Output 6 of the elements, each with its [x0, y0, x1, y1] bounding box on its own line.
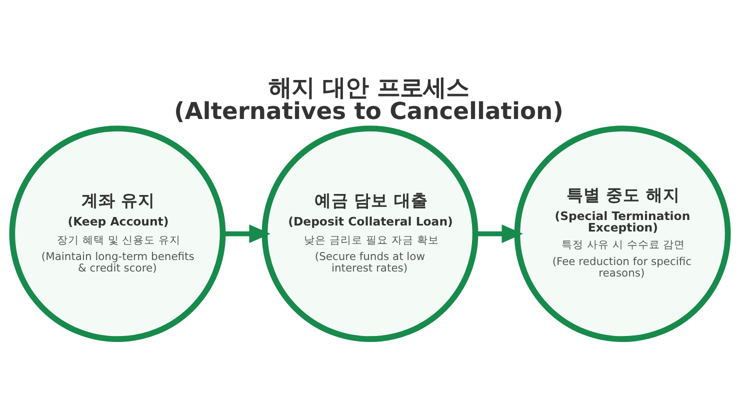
node-circle: 계좌 유지 (Keep Account) 장기 혜택 및 신용도 유지 (Maintain long-term benefits & credit score) [9, 126, 226, 342]
node-circle: 특별 중도 해지 (Special Termination Exception) 특정 사유 시 수수료 감면 (Fee reduction for specific reasons) [514, 126, 731, 342]
arrow [222, 224, 270, 244]
node-circle: 예금 담보 대출 (Deposit Collateral Loan) 낮은 금리로 필요 자금 확보 (Secure funds at low interest rates) [262, 126, 478, 342]
diagram-title: 해지 대안 프로세스 (Alternatives to Cancellation) [174, 74, 564, 125]
arrow [475, 224, 523, 244]
